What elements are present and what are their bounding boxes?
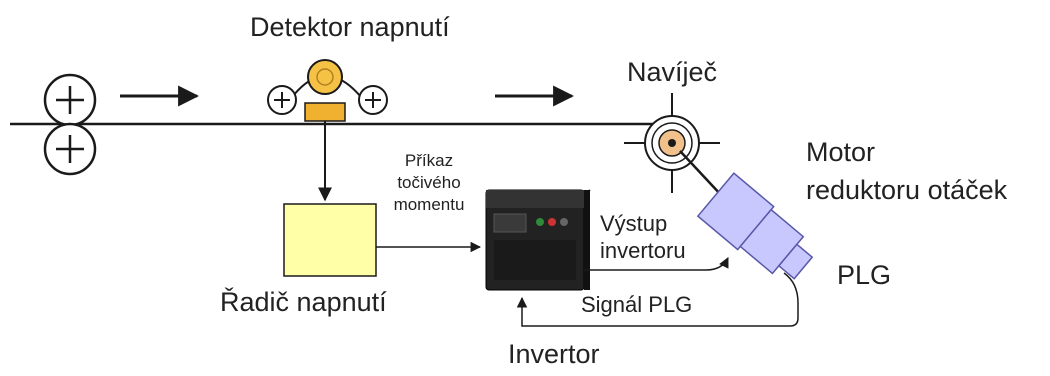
- plg-signal-label: Signál PLG: [581, 292, 693, 317]
- inverter-output-line1: Výstup: [600, 211, 668, 236]
- plg-label: PLG: [837, 260, 892, 290]
- inverter-output-arrow: [584, 257, 729, 271]
- tension-detector-unit: [267, 59, 388, 122]
- inverter-output-line2: invertoru: [600, 238, 686, 263]
- inverter-label: Invertor: [508, 339, 600, 369]
- feed-roller-top: [43, 73, 97, 127]
- torque-command-line1: Příkaz: [404, 151, 454, 170]
- torque-command-label: Příkaz točivého momentu: [392, 150, 466, 216]
- inverter-device: [485, 189, 591, 291]
- guide-roller-right: [358, 85, 388, 115]
- winder-label: Navíječ: [627, 57, 718, 87]
- torque-command-line2: točivého: [397, 173, 461, 192]
- motor-label-line2: reduktoru otáček: [806, 175, 1008, 205]
- torque-command-line3: momentu: [393, 195, 465, 214]
- motor-shaft: [679, 150, 723, 197]
- tension-detector-label: Detektor napnutí: [250, 12, 450, 42]
- inverter-output-label: Výstup invertoru: [600, 210, 686, 264]
- motor-label-line1: Motor: [806, 137, 876, 167]
- plg-signal-arrow: [516, 272, 799, 327]
- tension-controller-box: [283, 203, 377, 277]
- guide-roller-left: [267, 85, 297, 115]
- tension-controller-label: Řadič napnutí: [220, 287, 387, 317]
- feed-roller-bottom: [43, 122, 97, 176]
- gear-reducer-motor: [696, 172, 814, 280]
